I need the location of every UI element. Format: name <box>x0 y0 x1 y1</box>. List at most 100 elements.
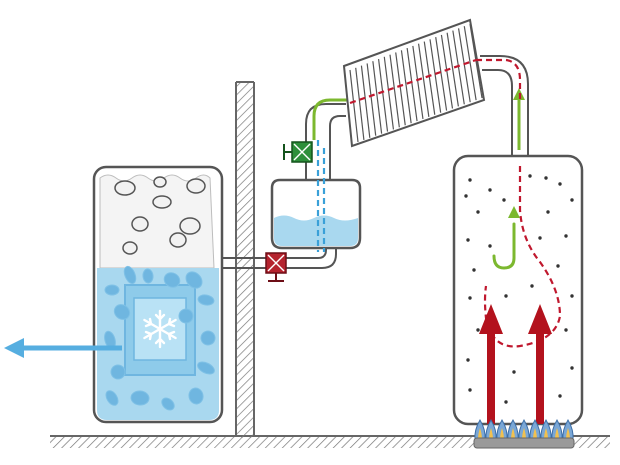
gas-particle <box>472 268 476 272</box>
condenser-fin <box>463 26 477 101</box>
flame-core <box>566 428 570 440</box>
valve-green <box>283 141 313 163</box>
snow-blob <box>131 216 149 232</box>
vapor-path-top <box>476 58 522 100</box>
gas-particle <box>556 264 560 268</box>
condenser-fin <box>412 45 424 120</box>
liquid-reservoir <box>270 178 362 250</box>
snow-blob <box>169 232 187 248</box>
gas-particle <box>488 188 492 192</box>
ice-blobs <box>104 265 216 411</box>
gas-particle <box>466 238 470 242</box>
ice-blob <box>130 390 150 406</box>
gas-particle <box>476 210 480 214</box>
condenser-fin <box>446 32 459 107</box>
flame-core <box>533 428 537 440</box>
gas-particle <box>544 176 548 180</box>
condenser-fin <box>372 61 383 134</box>
condenser-fin <box>377 58 389 132</box>
flame-core <box>500 428 504 440</box>
snow-blob <box>186 178 206 194</box>
snow-blob <box>153 176 167 188</box>
gas-particle <box>530 284 534 288</box>
snowflake-icon <box>143 309 177 349</box>
cold-drip-path <box>316 140 326 252</box>
condenser-fin <box>395 52 406 126</box>
condenser-fin <box>406 48 418 122</box>
ice-blob <box>161 397 175 411</box>
snow-blob <box>152 195 172 209</box>
ice-blob <box>188 387 204 405</box>
ice-blob <box>200 330 216 346</box>
condensate-hook-arrow <box>492 206 520 270</box>
condenser-fin <box>429 39 442 113</box>
ice-blob <box>163 272 181 288</box>
flame-icon <box>474 419 574 441</box>
flame-core <box>555 428 559 440</box>
connecting-pipe-upper <box>305 103 346 180</box>
condenser-fin <box>417 43 430 117</box>
gas-burner <box>473 419 575 449</box>
ice-blob <box>113 304 131 320</box>
condenser-fin <box>360 65 371 138</box>
flame-core <box>522 428 526 440</box>
vapor-path-generator <box>483 166 562 348</box>
ice-blob <box>178 308 194 324</box>
condenser-fin <box>435 37 448 111</box>
condenser-fin <box>366 63 377 136</box>
condensate-return-path <box>312 98 348 140</box>
gas-particle <box>558 394 562 398</box>
condenser-fin <box>349 69 359 143</box>
gas-particle <box>468 388 472 392</box>
condenser-fin <box>440 34 454 109</box>
condenser-fin <box>355 67 365 140</box>
gas-particle <box>538 236 542 240</box>
gas-particle <box>488 244 492 248</box>
gas-particle <box>564 328 568 332</box>
gas-particle <box>546 210 550 214</box>
gas-particle <box>502 198 506 202</box>
gas-particle <box>504 294 508 298</box>
ice-blob <box>197 294 215 306</box>
connecting-pipe-right <box>480 55 529 158</box>
snow-blob <box>122 241 138 255</box>
finned-condenser <box>342 18 486 148</box>
condenser-fin <box>423 41 436 115</box>
heated-generator-vessel <box>452 154 584 426</box>
ice-blob <box>105 390 119 406</box>
condenser-fin <box>457 28 471 103</box>
gas-particle <box>570 294 574 298</box>
ice-blob <box>110 364 126 380</box>
flame-core <box>544 428 548 440</box>
snow-blob <box>179 217 201 235</box>
flame-core <box>511 428 515 440</box>
gas-particle <box>564 234 568 238</box>
ice-blob <box>142 268 154 284</box>
condenser-fin <box>389 54 400 128</box>
snow-blob <box>114 180 136 196</box>
ice-blob <box>123 265 137 285</box>
gas-particle <box>512 370 516 374</box>
condenser-fin <box>383 56 395 130</box>
heat-up-arrow-icon <box>479 304 552 424</box>
gas-particle <box>464 194 468 198</box>
snow-blobs <box>114 176 206 255</box>
gas-particle <box>476 328 480 332</box>
gas-particle <box>466 358 470 362</box>
flame-core <box>478 428 482 440</box>
connecting-pipe-lower <box>222 246 337 269</box>
gas-particle <box>468 296 472 300</box>
gas-particle <box>570 366 574 370</box>
condenser-fin <box>400 50 412 124</box>
condenser-fin <box>452 30 465 105</box>
ice-blob <box>185 271 203 289</box>
cold-output-arrow-icon <box>4 338 122 358</box>
gas-particles <box>464 174 574 404</box>
flame-core <box>489 428 493 440</box>
valve-red <box>265 252 287 282</box>
ice-blob <box>104 284 120 296</box>
ice-blob <box>197 361 215 375</box>
gas-particle <box>570 198 574 202</box>
